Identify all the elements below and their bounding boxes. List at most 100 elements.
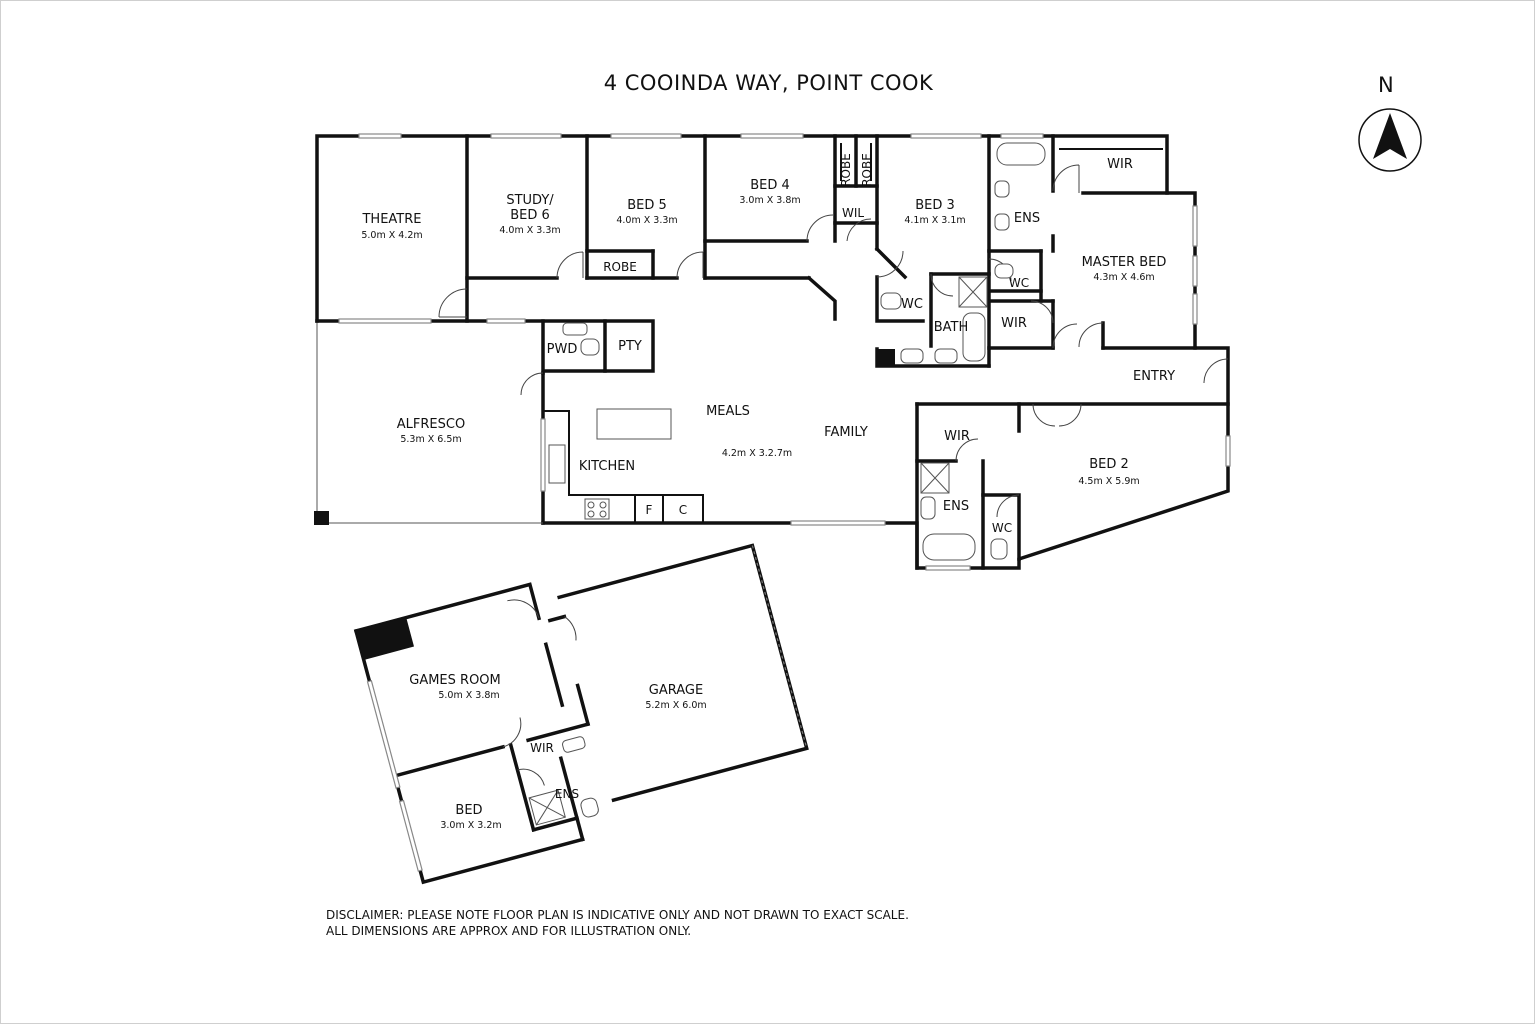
door[interactable] [955,438,979,462]
label-wir-master: WIR [1107,157,1133,172]
burner-icon [599,510,607,518]
window [1192,255,1198,287]
room-dims-games: 5.0m X 3.8m [438,690,499,701]
wall [353,582,542,634]
door[interactable] [930,273,954,297]
toilet-icon [880,292,902,310]
burner-icon [587,510,595,518]
window [910,133,982,139]
label-robe-vertical-2: ROBE [860,153,874,187]
room-dims-bed-lower: 3.0m X 3.2m [440,820,501,831]
door[interactable] [1030,300,1054,324]
cupboard [662,494,704,524]
wall [875,275,925,323]
wall [543,642,565,708]
room-dims-alfresco: 5.3m X 6.5m [400,434,461,445]
garage-walls [557,543,809,803]
wall [392,744,506,779]
door[interactable] [1052,322,1104,349]
room-label-alfresco: ALFRESCO [397,417,465,432]
window [338,318,432,324]
disclaimer-line-1: DISCLAIMER: PLEASE NOTE FLOOR PLAN IS IN… [326,908,909,922]
window [398,799,423,872]
wall [874,246,908,280]
disclaimer: DISCLAIMER: PLEASE NOTE FLOOR PLAN IS IN… [326,907,909,939]
window [540,418,546,492]
disclaimer-line-2: ALL DIMENSIONS ARE APPROX AND FOR ILLUST… [326,924,692,938]
door[interactable] [1203,358,1229,384]
toilet-icon [990,538,1008,560]
wall-block [877,349,895,366]
door[interactable] [1052,164,1080,193]
basin-icon [920,496,936,520]
wall [981,459,1021,561]
label-ens-master: ENS [1014,211,1040,226]
window [740,133,804,139]
label-cupboard: C [679,503,687,517]
room-label-bed3: BED 3 [915,198,955,213]
door[interactable] [520,372,544,396]
wall [547,614,567,623]
alfresco-post [314,511,329,525]
label-robe-vertical-1: ROBE [839,153,853,187]
door[interactable] [876,250,904,278]
room-dims-living: 4.2m X 3.2.7m [722,448,792,459]
bathtub-icon [996,142,1046,166]
door[interactable] [1032,403,1082,427]
label-wc-bath: WC [901,297,923,312]
room-dims-bed2: 4.5m X 5.9m [1078,476,1139,487]
main-house [314,133,1231,571]
room-label-master: MASTER BED [1082,255,1167,270]
window [1000,133,1044,139]
wall [525,721,591,743]
shower-cross [920,462,950,494]
label-wir-lower: WIR [530,741,554,755]
door[interactable] [507,594,540,625]
wall [806,275,837,321]
room-dims-bed3: 4.1m X 3.1m [904,215,965,226]
door[interactable] [806,214,834,242]
toilet-icon [580,338,600,356]
wall [558,756,585,842]
label-bath: BATH [934,320,969,335]
door[interactable] [676,251,704,279]
basin-icon [562,736,586,753]
garage-door [751,545,808,749]
door[interactable] [996,494,1020,518]
door[interactable] [438,288,468,318]
kitchen-island [596,408,672,440]
north-arrow-icon [1358,108,1422,172]
label-fridge: F [646,503,653,517]
basin-icon [900,348,924,364]
label-entry: ENTRY [1133,369,1175,384]
wall-block [356,617,414,660]
door[interactable] [497,717,526,748]
bathtub-icon [962,312,986,362]
door[interactable] [517,764,545,791]
toilet-icon [580,797,599,818]
wall [531,816,580,832]
lower-building [353,543,809,885]
wall [508,742,536,832]
north-label: N [1378,73,1394,97]
room-label-study-line1: STUDY/ [506,193,554,208]
room-label-bed2: BED 2 [1089,457,1129,472]
label-wir-bed2: WIR [944,429,970,444]
window [366,679,401,789]
door[interactable] [564,615,577,642]
room-label-bed-lower: BED [455,803,482,818]
burner-icon [587,501,595,509]
burner-icon [599,501,607,509]
window [490,133,562,139]
window [610,133,682,139]
basin-icon [934,348,958,364]
window [1225,435,1231,467]
door[interactable] [556,251,584,279]
door[interactable] [846,218,872,242]
label-ens-lower: ENS [555,787,579,801]
room-label-games: GAMES ROOM [409,673,501,688]
room-dims-theatre: 5.0m X 4.2m [361,230,422,241]
room-label-bed4: BED 4 [750,178,790,193]
label-wir-2: WIR [1001,316,1027,331]
